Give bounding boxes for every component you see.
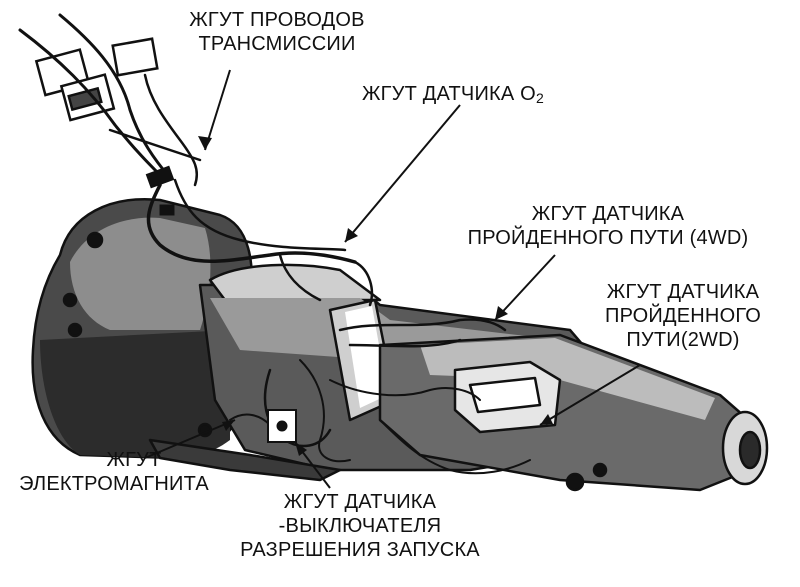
label-line: ЖГУТ ДАТЧИКА xyxy=(531,203,685,225)
leader-solenoid xyxy=(144,419,236,459)
label-line: ЖГУТ ДАТЧИКА xyxy=(283,491,437,513)
extension-upper xyxy=(420,338,715,420)
label-line: ПРОЙДЕННОГО ПУТИ (4WD) xyxy=(467,227,749,249)
leader-speed-2wd xyxy=(539,364,641,426)
bell-housing-highlight xyxy=(70,217,211,330)
label-transmission-harness: ЖГУТ ПРОВОДОВ ТРАНСМИССИИ xyxy=(172,8,382,56)
label-line: ЖГУТ ПРОВОДОВ xyxy=(189,9,365,31)
speed-sensor-slot xyxy=(468,376,542,414)
label-line: ПУТИ(2WD) xyxy=(626,329,740,351)
label-o2-harness: ЖГУТ ДАТЧИКА О2 xyxy=(362,82,544,110)
harness-wires xyxy=(18,13,531,475)
label-neutral-switch-harness: ЖГУТ ДАТЧИКА -ВЫКЛЮЧАТЕЛЯ РАЗРЕШЕНИЯ ЗАП… xyxy=(230,490,490,562)
label-line: -ВЫКЛЮЧАТЕЛЯ xyxy=(278,515,442,537)
label-solenoid-harness: ЖГУТ ЭЛЕКТРОМАГНИТА xyxy=(4,448,224,496)
harness-wire xyxy=(58,13,172,180)
oil-pan xyxy=(148,438,342,482)
label-line: ЭЛЕКТРОМАГНИТА xyxy=(19,473,209,495)
harness-wire xyxy=(379,419,531,475)
leader-speed-4wd xyxy=(494,254,556,321)
label-line: ЖГУТ ДАТЧИКА xyxy=(606,281,760,303)
harness-wire xyxy=(338,318,507,332)
label-speed-4wd-harness: ЖГУТ ДАТЧИКА ПРОЙДЕННОГО ПУТИ (4WD) xyxy=(438,202,778,250)
neutral-switch-screw xyxy=(276,420,288,432)
label-line: ЖГУТ ДАТЧИКА О2 xyxy=(362,83,544,106)
output-bore xyxy=(738,430,762,470)
harness-main xyxy=(173,178,347,252)
leader-o2-harness xyxy=(344,104,461,243)
harness-clamp xyxy=(159,204,175,216)
label-line: ТРАНСМИССИИ xyxy=(198,33,356,55)
label-line: РАЗРЕШЕНИЯ ЗАПУСКА xyxy=(240,539,480,561)
harness-clamp xyxy=(145,165,175,189)
label-text: ЖГУТ ДАТЧИКА О xyxy=(362,83,536,105)
arrow-head xyxy=(222,420,235,431)
harness-branch xyxy=(278,253,322,302)
bolt xyxy=(592,462,608,478)
arrow-head xyxy=(198,136,212,150)
bell-housing-lower-shade xyxy=(40,330,230,458)
arrow-head xyxy=(495,306,508,320)
leader-lines xyxy=(144,69,641,489)
connector-plug-shade xyxy=(67,86,103,112)
label-line: ЖГУТ xyxy=(106,449,162,471)
bolt xyxy=(565,472,585,492)
collar-ring-inner xyxy=(345,306,388,408)
harness-branch xyxy=(353,260,374,307)
label-speed-2wd-harness: ЖГУТ ДАТЧИКА ПРОЙДЕННОГО ПУТИ(2WD) xyxy=(588,280,778,352)
harness-wire xyxy=(299,359,351,463)
arrow-head xyxy=(540,414,553,425)
harness-wire xyxy=(18,28,167,182)
harness-wire xyxy=(329,379,481,401)
label-subscript: 2 xyxy=(535,90,544,106)
harness-main xyxy=(146,183,357,264)
label-line: ПРОЙДЕННОГО xyxy=(605,305,761,327)
bolt xyxy=(67,322,83,338)
bolt xyxy=(86,231,104,249)
connector-plug xyxy=(111,37,159,77)
arrow-head xyxy=(345,228,358,242)
leader-transmission-harness xyxy=(204,69,231,151)
bolt xyxy=(62,292,78,308)
harness-wire xyxy=(143,73,199,187)
harness-wire xyxy=(108,128,202,162)
transmission-body xyxy=(31,198,769,492)
arrow-head xyxy=(295,442,307,456)
harness-wire xyxy=(348,338,462,348)
